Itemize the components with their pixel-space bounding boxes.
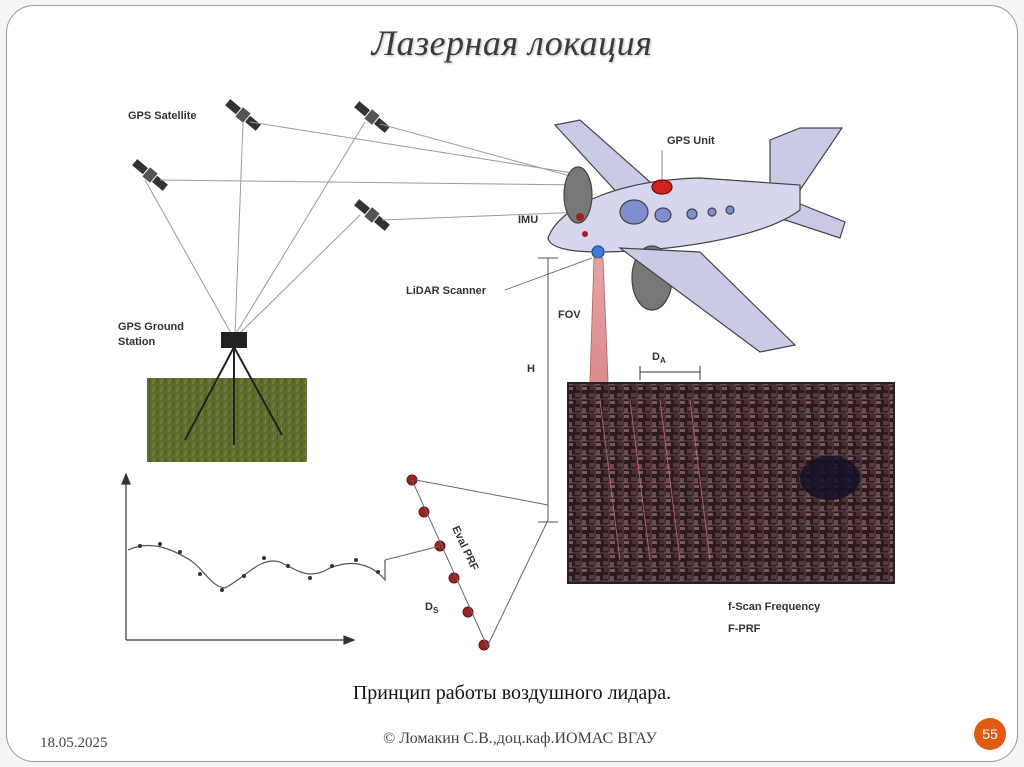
gps-ground-label-line1: GPS Ground	[118, 321, 184, 333]
profile-axes	[121, 472, 356, 645]
satellite-icon-2	[354, 101, 390, 133]
aerial-stadium	[800, 456, 860, 500]
airplane-icon	[547, 119, 846, 353]
profile-points	[138, 542, 380, 592]
eval-prf-label: Eval PRF	[449, 524, 480, 573]
satellite-icon-3	[132, 159, 168, 191]
gps-satellite-label: GPS Satellite	[128, 110, 196, 122]
signal-lines	[144, 121, 586, 336]
slide-footer: © Ломакин С.В.,доц.каф.ИОМАС ВГАУ	[383, 730, 657, 747]
gps-ground-label-line2: Station	[118, 336, 156, 348]
slide-date: 18.05.2025	[40, 735, 108, 751]
scan-lines	[599, 399, 711, 561]
imu-label: IMU	[518, 214, 538, 226]
satellite-icon-1	[225, 99, 261, 131]
da-label: DA	[652, 351, 666, 365]
height-dimension	[538, 257, 558, 523]
page-number-badge: 55	[974, 718, 1006, 750]
figure-caption: Принцип работы воздушного лидара.	[352, 682, 672, 704]
terrain-profile	[127, 544, 386, 589]
height-label: H	[527, 363, 535, 375]
gps-unit-label: GPS Unit	[667, 135, 715, 147]
gps-ground-station-icon	[184, 332, 283, 445]
lidar-scanner-label: LiDAR Scanner	[406, 285, 487, 297]
prf-label: F-PRF	[728, 623, 761, 635]
da-dimension	[639, 366, 701, 380]
ground-image	[147, 378, 307, 462]
fov-label: FOV	[558, 309, 581, 321]
satellite-icon-4	[354, 199, 390, 231]
slide-title: Лазерная локация	[371, 23, 653, 63]
ds-label: DS	[425, 601, 439, 615]
scan-connectors	[384, 479, 549, 649]
scan-frequency-label: f-Scan Frequency	[728, 601, 821, 613]
